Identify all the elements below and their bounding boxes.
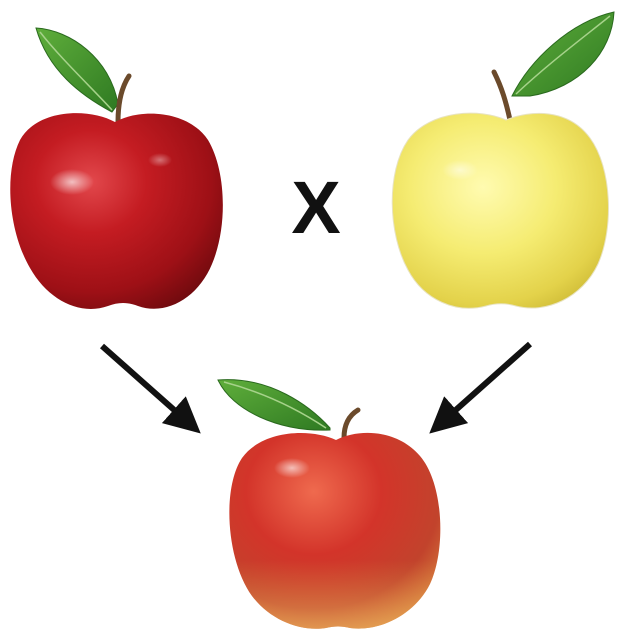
red-apple-body xyxy=(10,113,223,309)
yellow-apple-stem xyxy=(494,72,510,120)
red-apple-stem xyxy=(118,76,129,122)
hybrid-apple-stem xyxy=(344,410,358,438)
cross-symbol: X xyxy=(286,168,346,248)
yellow-apple-image xyxy=(392,12,614,308)
yellow-apple-body xyxy=(392,113,608,308)
red-apple-leaf xyxy=(36,28,118,112)
hybrid-apple-image xyxy=(218,380,440,629)
left-arrow xyxy=(102,346,190,424)
right-arrow xyxy=(440,344,530,424)
red-apple-image xyxy=(10,28,223,309)
hybrid-apple-leaf xyxy=(218,380,330,430)
